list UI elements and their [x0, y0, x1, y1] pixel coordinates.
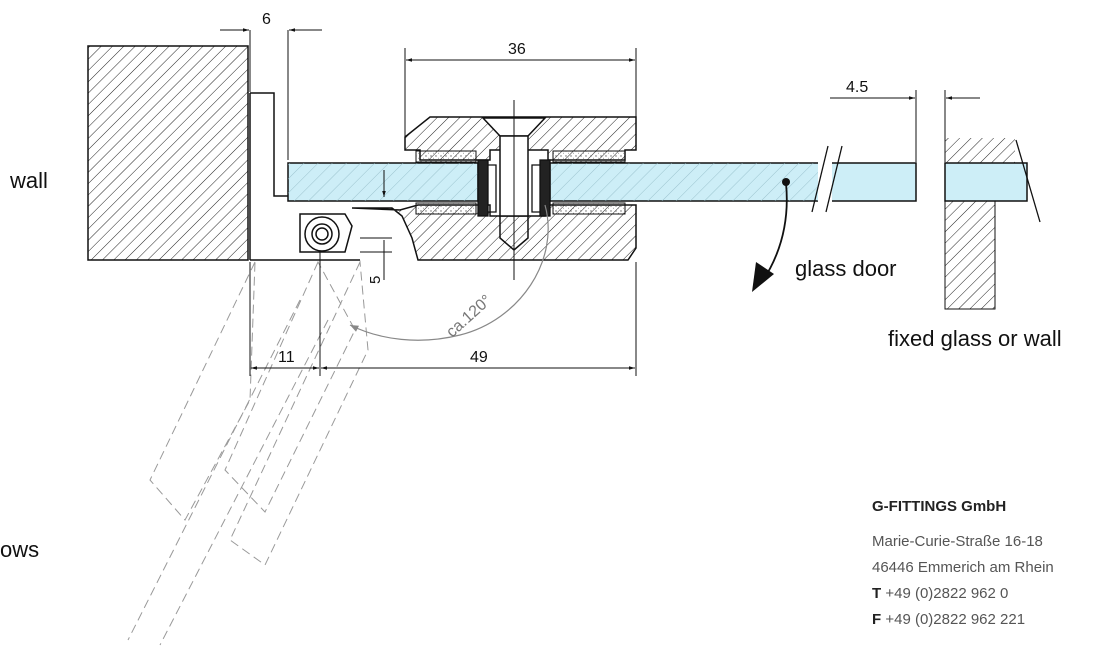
- fixed-glass-section: [944, 138, 1041, 310]
- company-fax: F +49 (0)2822 962 221: [872, 607, 1102, 633]
- dim-gap: 6: [262, 11, 271, 28]
- company-phone: T +49 (0)2822 962 0: [872, 581, 1102, 607]
- dim-offset-small: 5: [367, 276, 384, 284]
- fax-number: +49 (0)2822 962 221: [885, 611, 1026, 628]
- dim-clamp-width: 36: [508, 41, 526, 58]
- phone-prefix: T: [872, 585, 882, 602]
- label-fixed-glass: fixed glass or wall: [888, 326, 1062, 351]
- company-name: G-FITTINGS GmbH: [872, 498, 1007, 515]
- label-partial-left: ows: [0, 537, 39, 562]
- ghost-open-door: [127, 260, 369, 646]
- dim-hinge-offset: 11: [278, 349, 295, 366]
- label-wall: wall: [9, 168, 48, 193]
- dim-glass-thickness: 4.5: [846, 79, 868, 96]
- dimension-lines: [220, 28, 980, 376]
- phone-number: +49 (0)2822 962 0: [885, 585, 1009, 602]
- gaskets: [415, 150, 626, 215]
- label-glass-door: glass door: [795, 256, 897, 281]
- bushing: [477, 159, 551, 217]
- company-street: Marie-Curie-Straße 16-18: [872, 533, 1043, 550]
- wall-section: [87, 45, 249, 261]
- company-info: G-FITTINGS GmbH Marie-Curie-Straße 16-18…: [872, 498, 1102, 633]
- company-city: 46446 Emmerich am Rhein: [872, 559, 1054, 576]
- pivot-pin: [299, 213, 353, 253]
- angle-label: ca.120°: [443, 292, 495, 341]
- fax-prefix: F: [872, 611, 882, 628]
- bolt: [481, 100, 547, 280]
- dim-depth: 49: [470, 349, 488, 366]
- swing-arrow: [752, 178, 790, 292]
